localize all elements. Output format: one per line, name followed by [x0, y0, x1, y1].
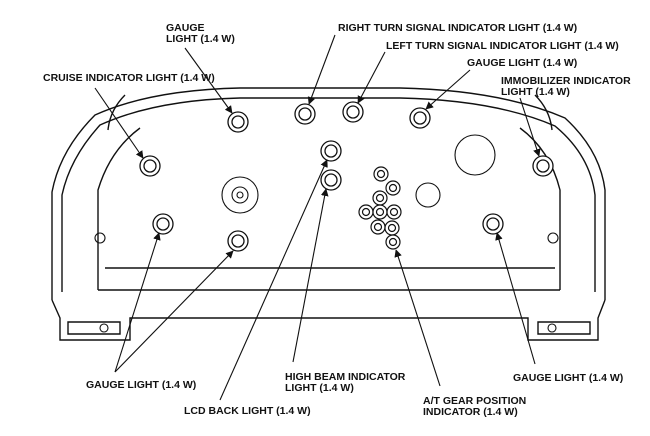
bulb-gauge-top-right [409, 107, 431, 129]
label-gauge-light-bottom-right: GAUGE LIGHT (1.4 W) [513, 372, 624, 384]
leader-lines [94, 34, 541, 401]
bulb-lcd [227, 230, 249, 252]
bulb-high-beam-2 [320, 169, 342, 191]
bulb-gauge-right [482, 213, 504, 235]
label-lcd-back-light: LCD BACK LIGHT (1.4 W) [184, 405, 311, 417]
cluster-housing [51, 87, 606, 341]
bulb-gauge-top [294, 103, 316, 125]
label-cruise-indicator: CRUISE INDICATOR LIGHT (1.4 W) [43, 72, 215, 84]
label-right-turn-signal: RIGHT TURN SIGNAL INDICATOR LIGHT (1.4 W… [338, 22, 578, 34]
at-gear-bulb-cluster [358, 166, 402, 250]
label-at-gear-position: A/T GEAR POSITION INDICATOR (1.4 W) [423, 395, 527, 418]
label-immobilizer: IMMOBILIZER INDICATOR LIGHT (1.4 W) [501, 75, 631, 98]
label-gauge-light-top: GAUGE LIGHT (1.4 W) [166, 22, 235, 45]
mounting-holes [94, 134, 559, 333]
label-gauge-light-bottom-left: GAUGE LIGHT (1.4 W) [86, 379, 197, 391]
bulb-right-turn [342, 101, 364, 123]
bulb-gauge-top-left [227, 111, 249, 133]
bulb-immobilizer [532, 155, 554, 177]
bulb-high-beam-1 [320, 140, 342, 162]
bulb-cruise [139, 155, 161, 177]
label-gauge-light-right: GAUGE LIGHT (1.4 W) [467, 57, 578, 69]
bulb-sockets [139, 101, 554, 252]
label-left-turn-signal: LEFT TURN SIGNAL INDICATOR LIGHT (1.4 W) [386, 40, 619, 52]
bulb-gauge-left [152, 213, 174, 235]
label-high-beam: HIGH BEAM INDICATOR LIGHT (1.4 W) [285, 371, 406, 394]
